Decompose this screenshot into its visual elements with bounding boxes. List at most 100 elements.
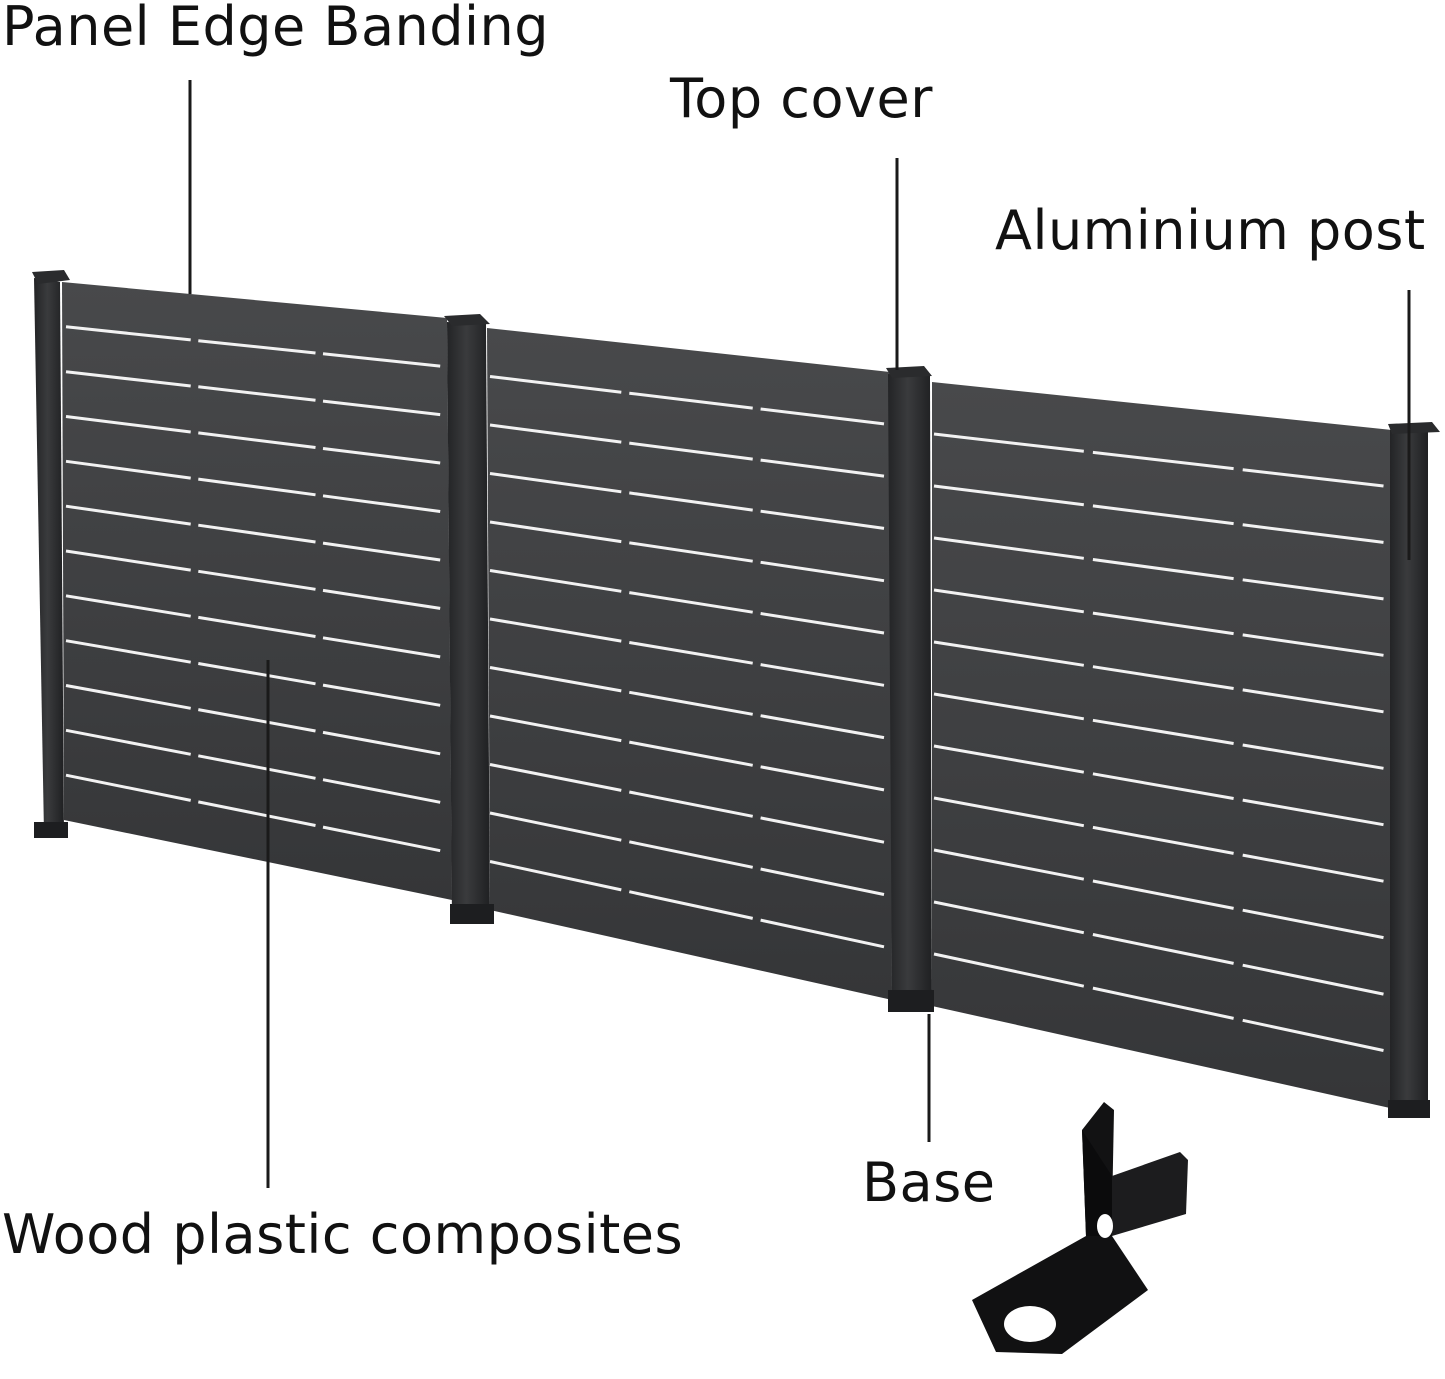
slat-gap — [933, 536, 1085, 560]
slat-gap — [1242, 1018, 1384, 1052]
slat-gap — [198, 615, 316, 638]
slat-gap — [65, 728, 191, 756]
slat-gap — [1242, 578, 1384, 601]
slat-gap — [489, 617, 622, 643]
slat-gap — [65, 504, 191, 526]
fence-panel-3 — [932, 382, 1392, 1108]
panel-slat-gaps — [65, 325, 1384, 1052]
slat-gap — [1242, 853, 1384, 883]
slat-gap — [65, 549, 191, 572]
slat-gap — [760, 458, 885, 478]
slat-gap — [65, 639, 191, 664]
slat-gap — [1092, 879, 1234, 910]
slat-gap — [65, 459, 191, 480]
slat-gap — [1092, 665, 1234, 690]
slat-gap — [489, 714, 622, 743]
slat-gap — [629, 740, 753, 767]
slat-gap — [489, 520, 622, 544]
label-panel-edge-banding: Panel Edge Banding — [2, 0, 550, 58]
label-aluminium-post: Aluminium post — [995, 199, 1426, 262]
aluminium-post-2 — [444, 314, 494, 924]
slat-gap — [322, 447, 441, 465]
slat-gap — [933, 744, 1085, 774]
label-top-cover: Top cover — [670, 67, 933, 130]
slat-gap — [629, 391, 753, 410]
slat-gap — [760, 714, 885, 740]
slat-gap — [1242, 468, 1384, 488]
slat-gap — [198, 800, 316, 827]
slat-gap — [198, 754, 316, 780]
slat-gap — [1242, 743, 1384, 770]
slat-gap — [760, 765, 885, 792]
slat-gap — [1242, 688, 1384, 714]
slat-gap — [629, 790, 753, 818]
slat-gap — [65, 415, 191, 434]
slat-gap — [760, 509, 885, 530]
slat-gap — [198, 708, 316, 733]
aluminium-post-4 — [1388, 422, 1440, 1118]
aluminium-post-3 — [886, 366, 934, 1012]
slat-gap — [629, 491, 753, 512]
slat-gap — [489, 423, 622, 444]
slat-gap — [933, 796, 1085, 828]
slat-gap — [933, 484, 1084, 507]
slat-gap — [489, 860, 622, 892]
slat-gap — [1092, 504, 1234, 526]
slat-gap — [489, 472, 622, 494]
slat-gap — [629, 591, 753, 614]
slat-gap — [629, 690, 753, 716]
slat-gap — [760, 407, 885, 426]
slat-gap — [198, 569, 316, 591]
slat-gap — [198, 385, 316, 402]
slat-gap — [933, 692, 1085, 721]
label-wood-plastic-composites: Wood plastic composites — [2, 1203, 684, 1266]
slat-gap — [322, 636, 441, 659]
slat-gap — [1092, 772, 1234, 800]
slat-gap — [1092, 558, 1234, 581]
base-bracket-icon — [972, 1102, 1188, 1354]
slat-gap — [760, 918, 885, 949]
slat-gap — [628, 890, 754, 920]
slat-gap — [198, 523, 316, 544]
label-base: Base — [862, 1151, 996, 1214]
slat-gap — [322, 825, 441, 853]
slat-gap — [322, 730, 441, 756]
slat-gap — [322, 352, 441, 368]
slat-gap — [198, 662, 316, 686]
slat-gap — [489, 666, 622, 693]
slat-gap — [933, 848, 1085, 881]
slat-gap — [1092, 825, 1234, 855]
slat-gap — [760, 867, 885, 896]
fence-panel-1 — [62, 282, 452, 900]
slat-gap — [198, 431, 316, 449]
slat-gap — [629, 641, 753, 665]
fence-panel-2 — [487, 328, 892, 1000]
slat-gap — [198, 339, 316, 355]
slat-gap — [760, 560, 885, 583]
slat-gap — [489, 569, 622, 593]
slat-gap — [65, 370, 191, 388]
slat-gap — [1092, 718, 1234, 745]
slat-gap — [1242, 963, 1384, 996]
slat-gap — [933, 640, 1085, 667]
slat-gap — [65, 773, 191, 802]
slat-gap — [933, 432, 1084, 453]
slat-gap — [629, 541, 753, 563]
slat-gap — [1242, 798, 1384, 827]
slat-gap — [489, 811, 622, 842]
slat-gap — [628, 840, 754, 869]
slat-gap — [65, 325, 191, 342]
slat-gap — [1092, 933, 1234, 965]
slat-gap — [629, 441, 753, 461]
slat-gap — [322, 778, 441, 804]
slat-gap — [1092, 611, 1234, 636]
slat-gap — [322, 588, 441, 610]
slat-gap — [198, 477, 316, 497]
slat-gap — [1092, 986, 1234, 1020]
slat-gap — [1242, 908, 1384, 940]
slat-gap — [760, 612, 885, 635]
slat-gap — [65, 684, 191, 710]
slat-gap — [65, 594, 191, 618]
